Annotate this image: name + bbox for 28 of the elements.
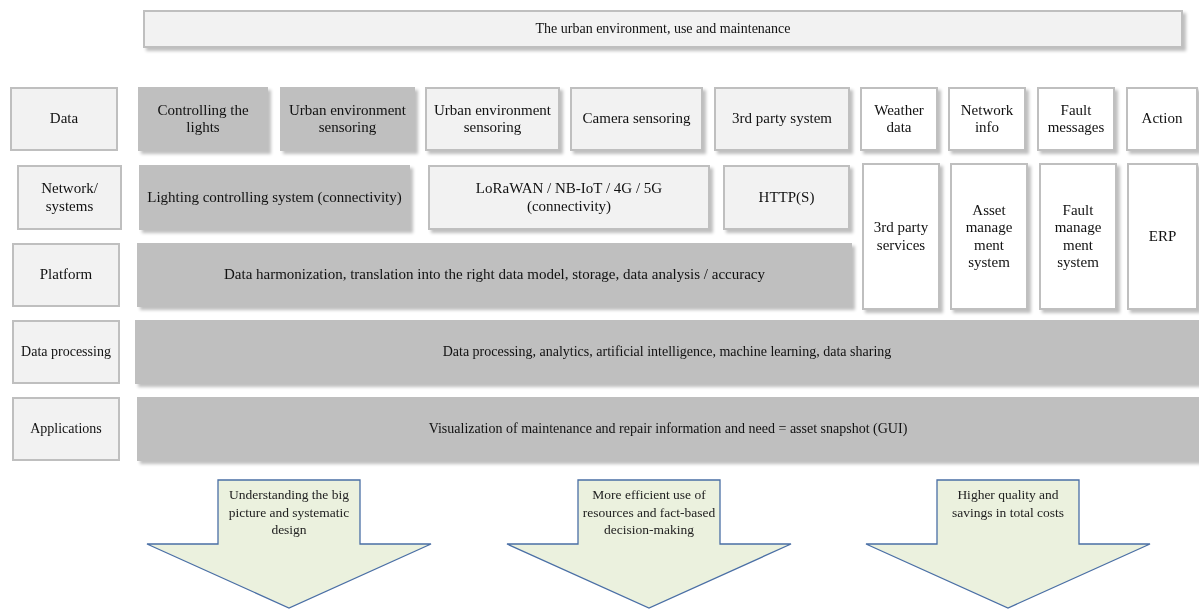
layer-box: Action [1126, 87, 1198, 151]
arrow-text: Higher quality and savings in total costs [950, 486, 1066, 522]
layer-box: Lighting controlling system (connectivity) [139, 165, 410, 230]
layer-box: Fault messages [1037, 87, 1115, 151]
layer-box: Asset manage ment system [950, 163, 1028, 310]
layer-label: Data [10, 87, 118, 151]
layer-box: HTTP(S) [723, 165, 850, 230]
layer-box: LoRaWAN / NB-IoT / 4G / 5G (connectivity) [428, 165, 710, 230]
layer-label: Applications [12, 397, 120, 461]
layer-box: The urban environment, use and maintenance [143, 10, 1183, 48]
layer-box: Data processing, analytics, artificial intelligence, machine learning, data sharing [135, 320, 1199, 384]
layer-label: Platform [12, 243, 120, 307]
layer-box: Network info [948, 87, 1026, 151]
layer-box: Visualization of maintenance and repair information and need = asset snapshot (GUI) [137, 397, 1199, 461]
layer-label: Data processing [12, 320, 120, 384]
layer-box: Camera sensoring [570, 87, 703, 151]
layer-box: Urban environment sensoring [425, 87, 560, 151]
arrow-text: Understanding the big picture and systematic design [227, 486, 351, 539]
arrow-text: More efficient use of resources and fact-based decision-making [582, 486, 716, 539]
layer-box: Weather data [860, 87, 938, 151]
layer-box: Fault manage ment system [1039, 163, 1117, 310]
layer-box: ERP [1127, 163, 1198, 310]
layer-box: Controlling the lights [138, 87, 268, 151]
layer-box: Urban environment sensoring [280, 87, 415, 151]
layer-label: Network/ systems [17, 165, 122, 230]
layer-box: 3rd party system [714, 87, 850, 151]
layer-box: 3rd party services [862, 163, 940, 310]
layer-box: Data harmonization, translation into the right data model, storage, data analysis / accuracy [137, 243, 852, 307]
